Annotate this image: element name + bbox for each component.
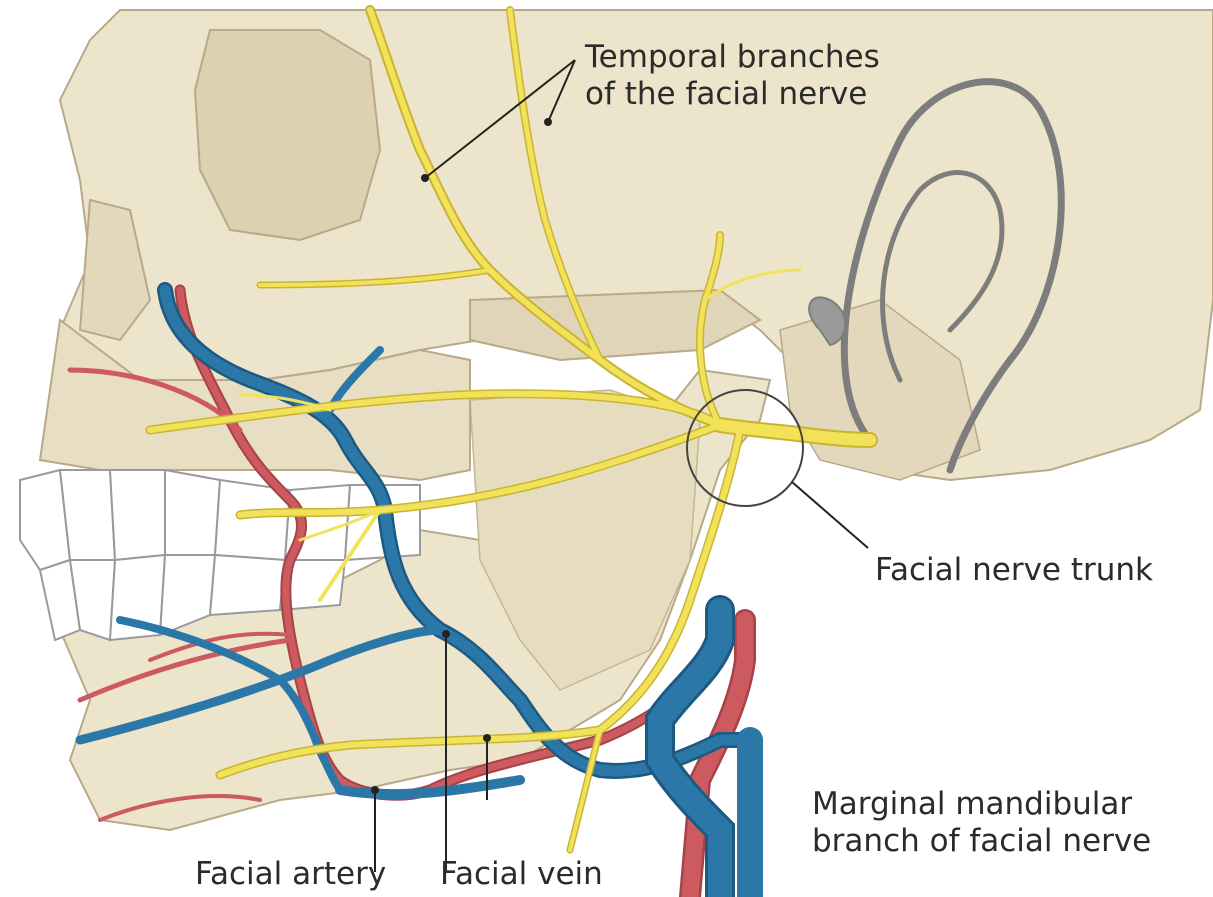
label-marginal-line2: branch of facial nerve [812, 823, 1151, 860]
label-facial-nerve-trunk: Facial nerve trunk [875, 552, 1153, 589]
label-temporal-line2: of the facial nerve [585, 76, 880, 113]
temporal-leader-dot [421, 174, 429, 182]
artery-leader-dot [371, 786, 379, 794]
label-marginal-mandibular: Marginal mandibular branch of facial ner… [812, 786, 1151, 860]
label-facial-vein: Facial vein [440, 856, 603, 893]
label-temporal-line1: Temporal branches [585, 39, 880, 76]
temporal-leader-dot [544, 118, 552, 126]
label-marginal-line1: Marginal mandibular [812, 786, 1151, 823]
label-vein-text: Facial vein [440, 856, 603, 893]
tooth [210, 555, 285, 615]
vein-leader-dot [442, 630, 450, 638]
label-artery-text: Facial artery [195, 856, 386, 893]
tooth [110, 470, 165, 560]
label-trunk-text: Facial nerve trunk [875, 552, 1153, 589]
tooth [60, 470, 115, 560]
tooth [165, 470, 220, 555]
label-temporal-branches: Temporal branches of the facial nerve [585, 39, 880, 113]
marginal-leader-dot [483, 734, 491, 742]
orbit [195, 30, 380, 240]
label-facial-artery: Facial artery [195, 856, 386, 893]
